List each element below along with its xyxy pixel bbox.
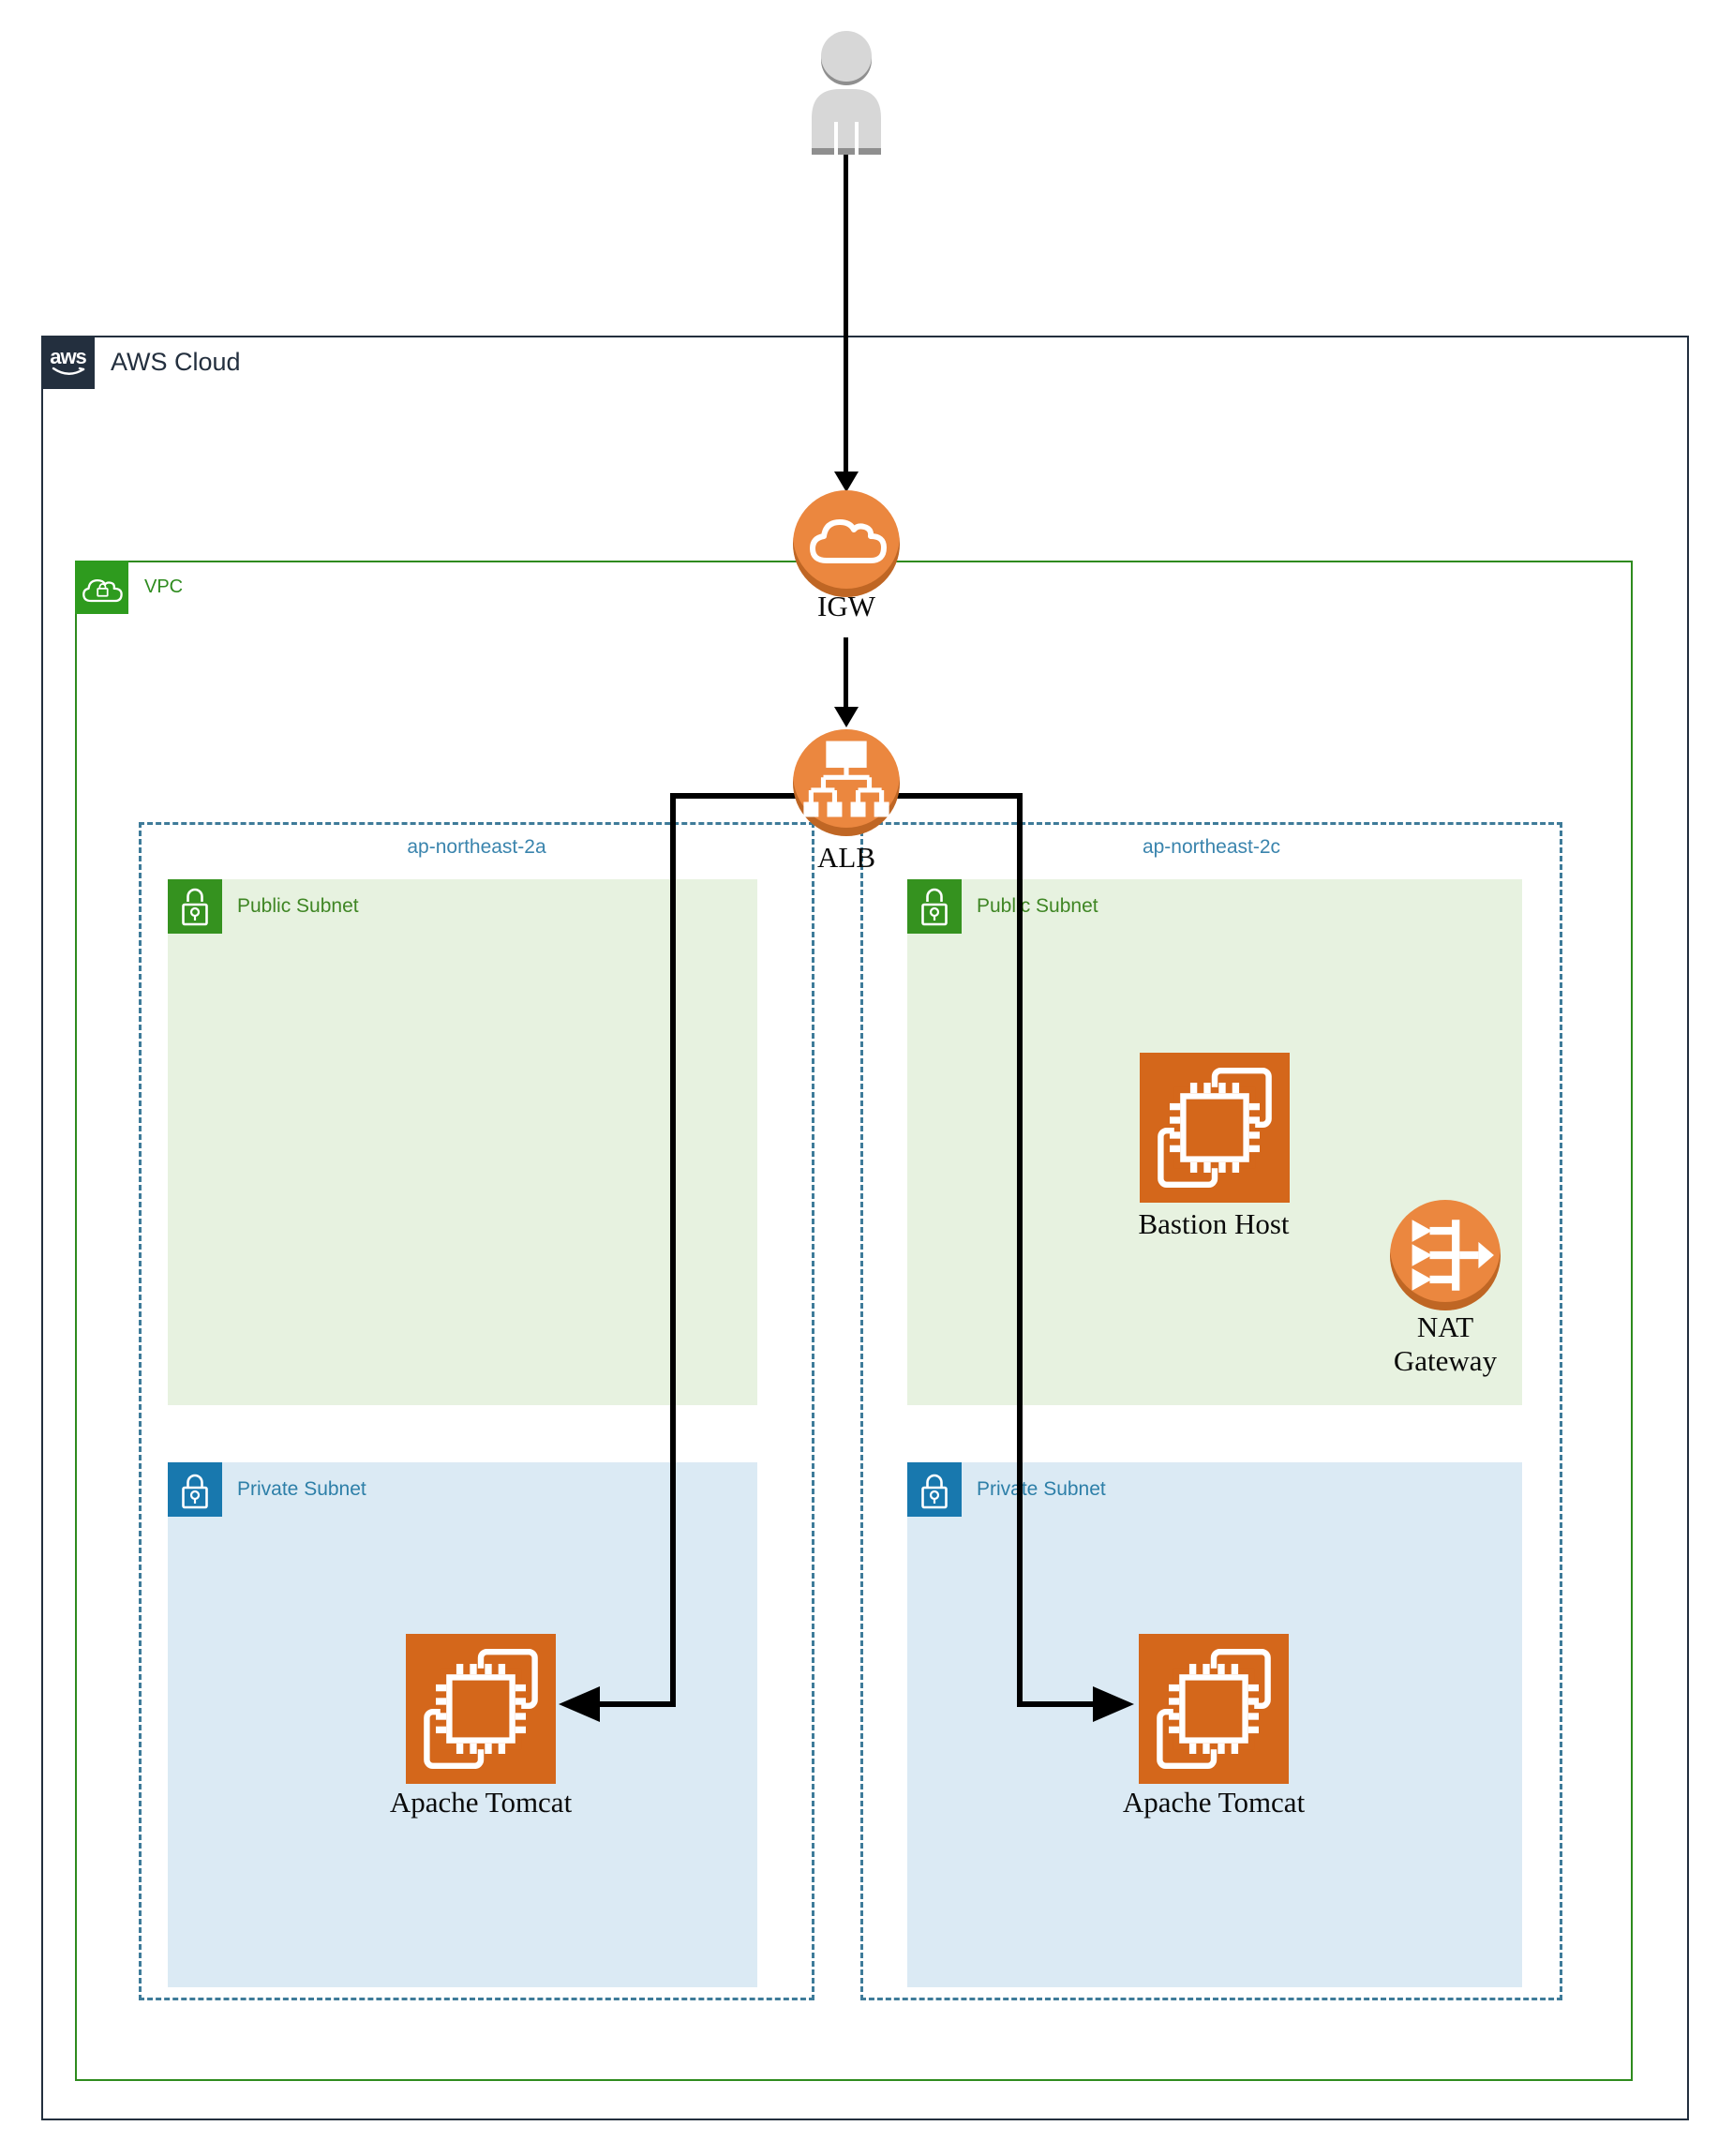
public-subnet-lock-icon <box>907 879 962 934</box>
az-a-private-subnet-badge: Private Subnet <box>168 1462 366 1517</box>
private-subnet-label: Private Subnet <box>977 1478 1106 1500</box>
bastion-host-label: Bastion Host <box>1138 1207 1290 1240</box>
alb-label: ALB <box>817 841 875 874</box>
igw-label: IGW <box>817 590 875 622</box>
connector-igw-to-alb <box>844 637 848 707</box>
connector-user-to-igw <box>844 155 848 472</box>
arrowhead-user-to-igw <box>834 472 859 492</box>
az-a-label: ap-northeast-2a <box>407 836 546 858</box>
vpc-label: VPC <box>144 576 184 597</box>
connector-alb-right-vertical <box>1017 793 1023 1707</box>
private-subnet-lock-icon <box>168 1462 222 1517</box>
nat-gateway-label-line2: Gateway <box>1393 1344 1498 1377</box>
vpc-icon <box>75 561 128 614</box>
nat-gateway-label: NAT Gateway <box>1305 1310 1586 1378</box>
arrowhead-to-tomcat-c <box>1093 1686 1134 1722</box>
connector-alb-left-horizontal <box>600 1701 676 1707</box>
az-c-public-subnet-badge: Public Subnet <box>907 879 1098 934</box>
apache-tomcat-a-label: Apache Tomcat <box>389 1786 573 1819</box>
public-subnet-lock-icon <box>168 879 222 934</box>
public-subnet-label: Public Subnet <box>977 895 1098 917</box>
arrowhead-igw-to-alb <box>834 707 859 727</box>
igw-icon <box>793 490 900 597</box>
az-c-label: ap-northeast-2c <box>1142 836 1281 858</box>
aws-cloud-title: AWS Cloud <box>111 348 241 376</box>
nat-gateway-icon <box>1390 1200 1501 1310</box>
connector-alb-right-horizontal <box>1018 1701 1093 1707</box>
az-a-public-subnet <box>168 879 757 1405</box>
aws-logo-icon: aws <box>41 336 95 389</box>
availability-zone-a: ap-northeast-2a Public Subnet <box>139 822 814 2000</box>
private-subnet-lock-icon <box>907 1462 962 1517</box>
az-a-public-subnet-badge: Public Subnet <box>168 879 359 934</box>
aws-logo-text: aws <box>50 344 87 368</box>
arrowhead-to-tomcat-a <box>559 1686 600 1722</box>
aws-smile-icon <box>52 367 84 375</box>
az-c-private-subnet-badge: Private Subnet <box>907 1462 1106 1517</box>
alb-icon <box>793 729 900 836</box>
public-subnet-label: Public Subnet <box>237 895 359 917</box>
apache-tomcat-c-label: Apache Tomcat <box>1122 1786 1306 1819</box>
user-icon <box>812 31 881 155</box>
apache-tomcat-c-icon <box>1139 1634 1289 1784</box>
availability-zone-c: ap-northeast-2c Public Subnet <box>860 822 1562 2000</box>
private-subnet-label: Private Subnet <box>237 1478 366 1500</box>
connector-alb-left-vertical <box>670 793 676 1707</box>
aws-cloud-frame <box>41 336 1689 2120</box>
nat-gateway-label-line1: NAT <box>1416 1310 1474 1343</box>
apache-tomcat-a-icon <box>406 1634 556 1784</box>
bastion-host-icon <box>1140 1053 1290 1203</box>
